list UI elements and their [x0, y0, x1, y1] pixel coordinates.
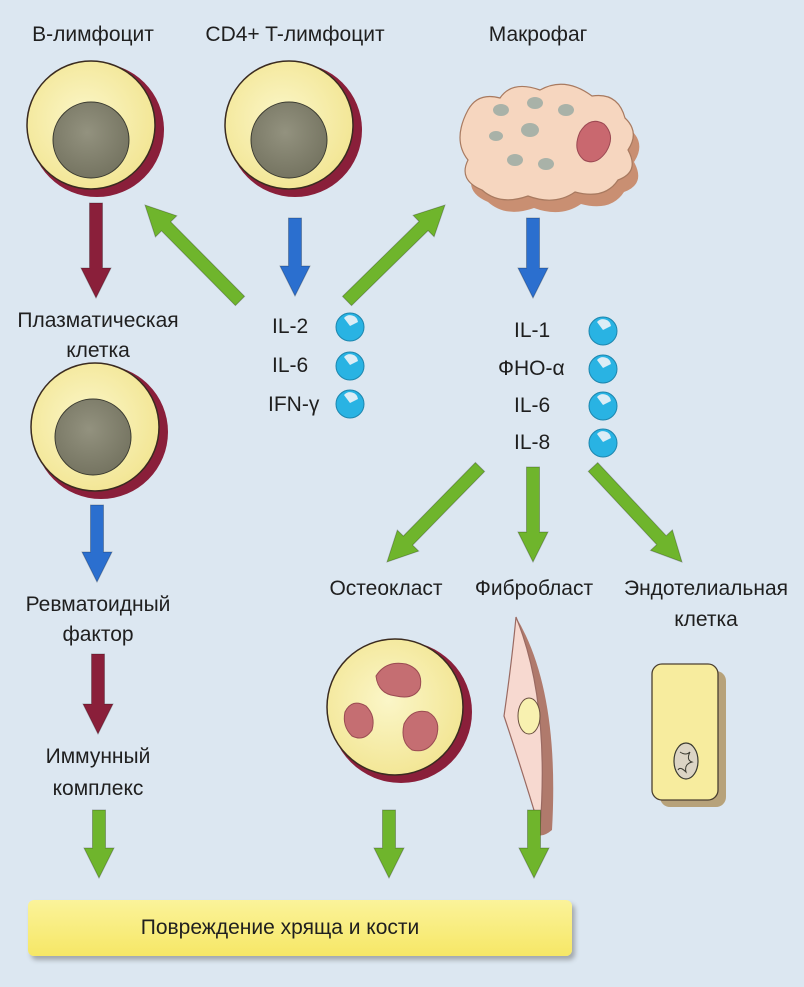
arrow-cytokines-to-b — [144, 204, 246, 307]
plasma-cell — [30, 362, 168, 499]
arrow-cytokines-to-macrophage — [341, 204, 446, 307]
macrophage-cytokine-label: IL-1 — [514, 319, 551, 342]
b-lymphocyte-label: В-лимфоцит — [32, 23, 154, 46]
cytokine-dot — [588, 354, 618, 384]
t-cytokine-label: IFN-γ — [268, 393, 320, 416]
arrow-b-to-plasma — [80, 202, 112, 300]
cytokine-dot — [335, 312, 365, 342]
macrophage-label: Макрофаг — [488, 23, 588, 46]
cytokine-dot — [588, 316, 618, 346]
t-cytokine-label: IL-2 — [272, 315, 309, 338]
arrow-macrophage-to-cytokines — [517, 217, 549, 300]
fibroblast-cell — [503, 616, 554, 836]
arrow-t-to-cytokines — [279, 217, 311, 298]
endothelial-label-line2: клетка — [674, 608, 738, 631]
cytokine-dot — [335, 389, 365, 419]
macrophage-cytokine-label: ФНО-α — [498, 357, 565, 380]
cytokine-dot — [335, 351, 365, 381]
t-lymphocyte-label: CD4+ T-лимфоцит — [205, 23, 385, 46]
b-lymphocyte-cell — [26, 60, 164, 197]
arrow-complex-to-outcome — [83, 809, 115, 880]
arrow-fibroblast-to-outcome — [518, 809, 550, 880]
endothelial-cell — [651, 663, 726, 807]
macrophage-cytokine-label: IL-8 — [514, 431, 551, 454]
t-cytokine-label: IL-6 — [272, 354, 309, 377]
endothelial-label-line1: Эндотелиальная — [623, 577, 789, 600]
t-cytokine-dots — [335, 312, 365, 419]
osteoclast-cell — [326, 638, 472, 783]
immune-complex-label-line2: комплекс — [52, 777, 144, 800]
outcome-box: Повреждение хряща и кости — [28, 900, 572, 956]
arrow-rf-to-complex — [82, 653, 114, 736]
macrophage-cell — [459, 83, 640, 213]
arrow-to-endothelial — [587, 461, 683, 563]
rheumatoid-factor-label-line1: Ревматоидный — [25, 593, 171, 616]
macrophage-cytokine-label: IL-6 — [514, 394, 551, 417]
plasma-cell-label-line2: клетка — [66, 339, 130, 362]
immune-complex-label-line1: Иммунный — [45, 745, 151, 768]
t-lymphocyte-cell — [224, 60, 362, 197]
macrophage-cytokine-dots — [588, 316, 618, 458]
arrow-to-fibroblast — [517, 466, 549, 564]
arrow-plasma-to-rf — [81, 504, 113, 584]
arrow-osteoclast-to-outcome — [373, 809, 405, 880]
cytokine-dot — [588, 391, 618, 421]
plasma-cell-label-line1: Плазматическая — [17, 309, 179, 332]
cytokine-dot — [588, 428, 618, 458]
osteoclast-label: Остеокласт — [329, 577, 443, 600]
arrow-to-osteoclast — [386, 461, 486, 563]
fibroblast-label: Фибробласт — [474, 577, 594, 600]
arrows — [80, 202, 683, 880]
outcome-label: Повреждение хряща и кости — [140, 916, 420, 939]
rheumatoid-factor-label-line2: фактор — [62, 623, 134, 646]
